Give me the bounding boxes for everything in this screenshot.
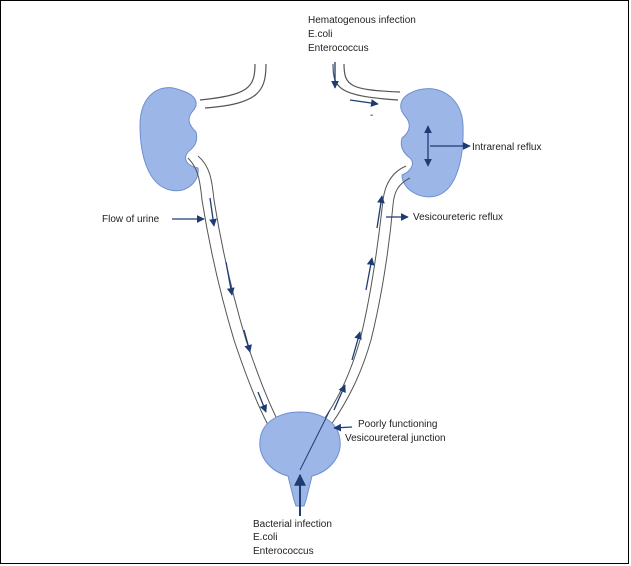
vuj-label: Vesicoureteral junction (345, 433, 446, 444)
svg-text:-: - (370, 110, 373, 121)
reflux-arrow-2 (352, 332, 360, 360)
right-kidney (401, 89, 463, 197)
hematogenous-org1: E.coli (308, 29, 332, 40)
hematogenous-org2: Enterococcus (308, 43, 369, 54)
flow-of-urine-label: Flow of urine (102, 214, 160, 225)
intrarenal-reflux-label: Intrarenal reflux (472, 142, 541, 153)
flow-arrow-1 (210, 198, 214, 226)
poorly-functioning-label: Poorly functioning (358, 419, 438, 430)
left-ureter (188, 158, 268, 425)
bacterial-org2: Enterococcus (253, 546, 314, 557)
hematogenous-label: Hematogenous infection (308, 15, 416, 26)
left-kidney (140, 88, 198, 191)
left-renal-vessel (200, 64, 266, 108)
bacterial-org1: E.coli (253, 532, 277, 543)
flow-arrow-2 (226, 262, 232, 295)
vuj-pointer (334, 427, 352, 428)
vesicoureteric-reflux-label: Vesicoureteric reflux (413, 212, 503, 223)
right-renal-vessel (333, 64, 400, 100)
bacterial-infection-label: Bacterial infection (253, 519, 332, 530)
flow-arrow-4 (258, 392, 266, 412)
flow-arrow-3 (244, 330, 250, 352)
